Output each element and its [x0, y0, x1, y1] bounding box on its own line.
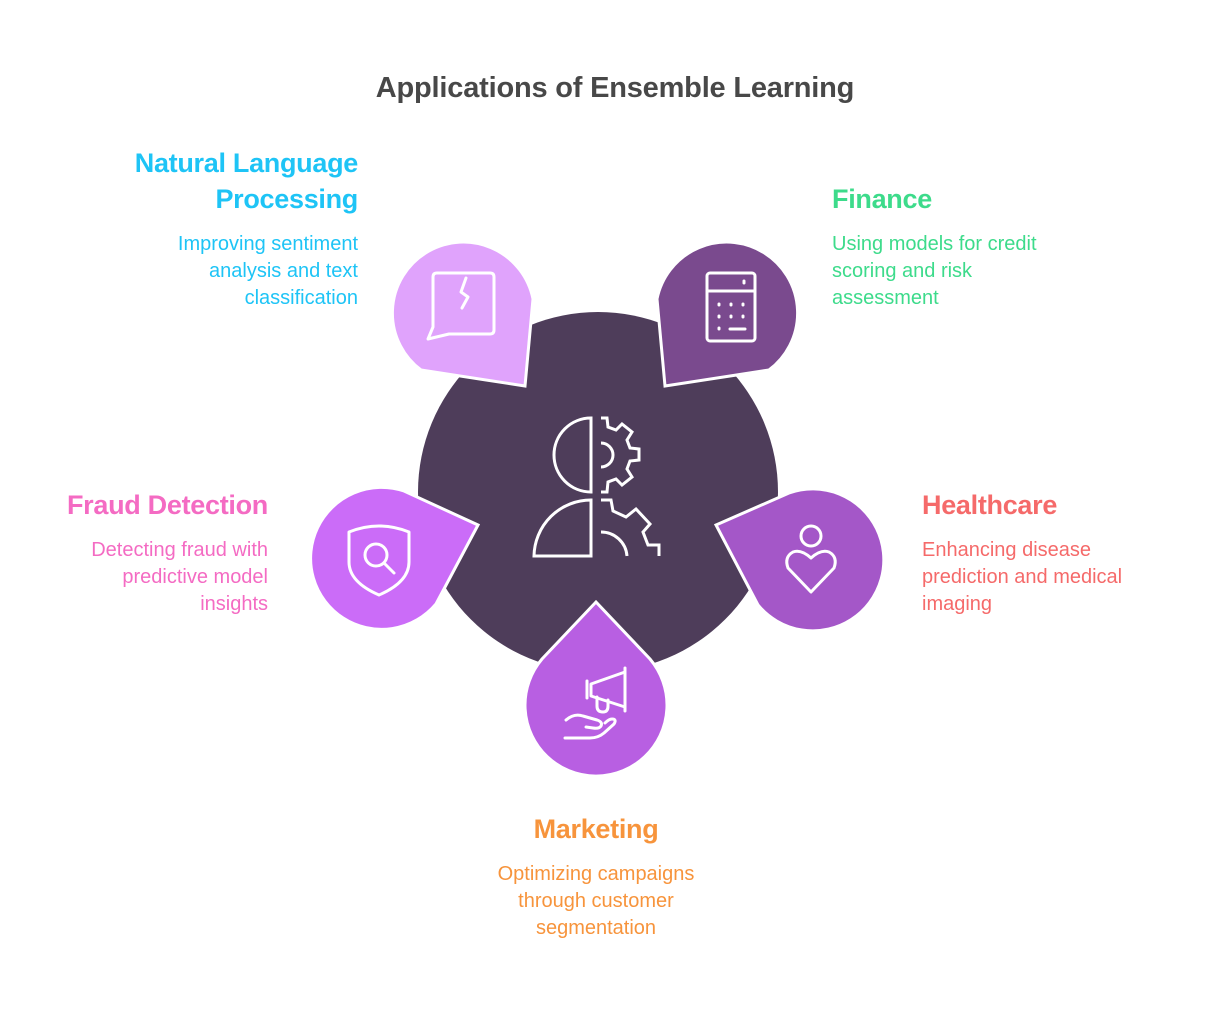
- person-gear-icon: [532, 416, 661, 558]
- item-marketing-description-line: segmentation: [535, 917, 657, 939]
- item-finance: Finance Using models for credit scoring …: [832, 181, 1162, 312]
- item-nlp-description-line: classification: [244, 287, 358, 309]
- item-healthcare-description-line: imaging: [922, 593, 993, 615]
- item-nlp-description-line: Improving sentiment: [177, 233, 358, 255]
- item-marketing-description-line: through customer: [518, 890, 674, 912]
- teardrop-finance: [655, 240, 800, 388]
- item-fraud: Fraud Detection Detecting fraud with pre…: [8, 487, 268, 618]
- chat-bubble-broken-icon: [426, 271, 496, 341]
- item-fraud-title: Fraud Detection: [66, 490, 268, 520]
- item-nlp-description-line: analysis and text: [209, 260, 358, 282]
- item-healthcare-description-line: Enhancing disease: [922, 539, 1092, 561]
- item-healthcare-description: Enhancing disease prediction and medical…: [922, 537, 1202, 618]
- item-fraud-description: Detecting fraud with predictive model in…: [8, 537, 268, 618]
- item-marketing-title: Marketing: [533, 814, 659, 844]
- item-finance-description-line: scoring and risk: [832, 260, 973, 282]
- teardrop-marketing: [523, 599, 669, 778]
- calculator-icon: [705, 271, 757, 343]
- megaphone-hand-icon: [563, 666, 627, 740]
- item-finance-description-line: Using models for credit: [832, 233, 1037, 255]
- person-heart-icon: [785, 524, 837, 594]
- item-healthcare-title: Healthcare: [922, 490, 1058, 520]
- item-fraud-description-line: Detecting fraud with: [91, 539, 268, 561]
- teardrop-healthcare: [713, 487, 886, 633]
- item-nlp: Natural Language Processing Improving se…: [38, 145, 359, 312]
- center-circle: [418, 312, 778, 672]
- item-nlp-description: Improving sentiment analysis and text cl…: [38, 231, 358, 312]
- shield-search-icon: [347, 524, 411, 597]
- teardrop-fraud: [309, 485, 481, 631]
- item-nlp-title-line: Processing: [215, 184, 358, 214]
- item-healthcare: Healthcare Enhancing disease prediction …: [922, 487, 1202, 618]
- item-fraud-description-line: predictive model: [122, 566, 268, 588]
- item-fraud-description-line: insights: [200, 593, 268, 615]
- item-marketing-description: Optimizing campaigns through customer se…: [446, 861, 746, 942]
- item-finance-title: Finance: [832, 184, 932, 214]
- item-finance-description-line: assessment: [832, 287, 939, 309]
- item-marketing: Marketing Optimizing campaigns through c…: [446, 811, 746, 942]
- item-nlp-title-line: Natural Language: [134, 148, 359, 178]
- diagram-title: Applications of Ensemble Learning: [375, 72, 855, 104]
- item-healthcare-description-line: prediction and medical: [922, 566, 1123, 588]
- teardrop-nlp: [390, 240, 535, 388]
- item-finance-description: Using models for credit scoring and risk…: [832, 231, 1162, 312]
- item-nlp-title: Natural Language Processing: [38, 145, 359, 217]
- item-marketing-description-line: Optimizing campaigns: [497, 863, 695, 885]
